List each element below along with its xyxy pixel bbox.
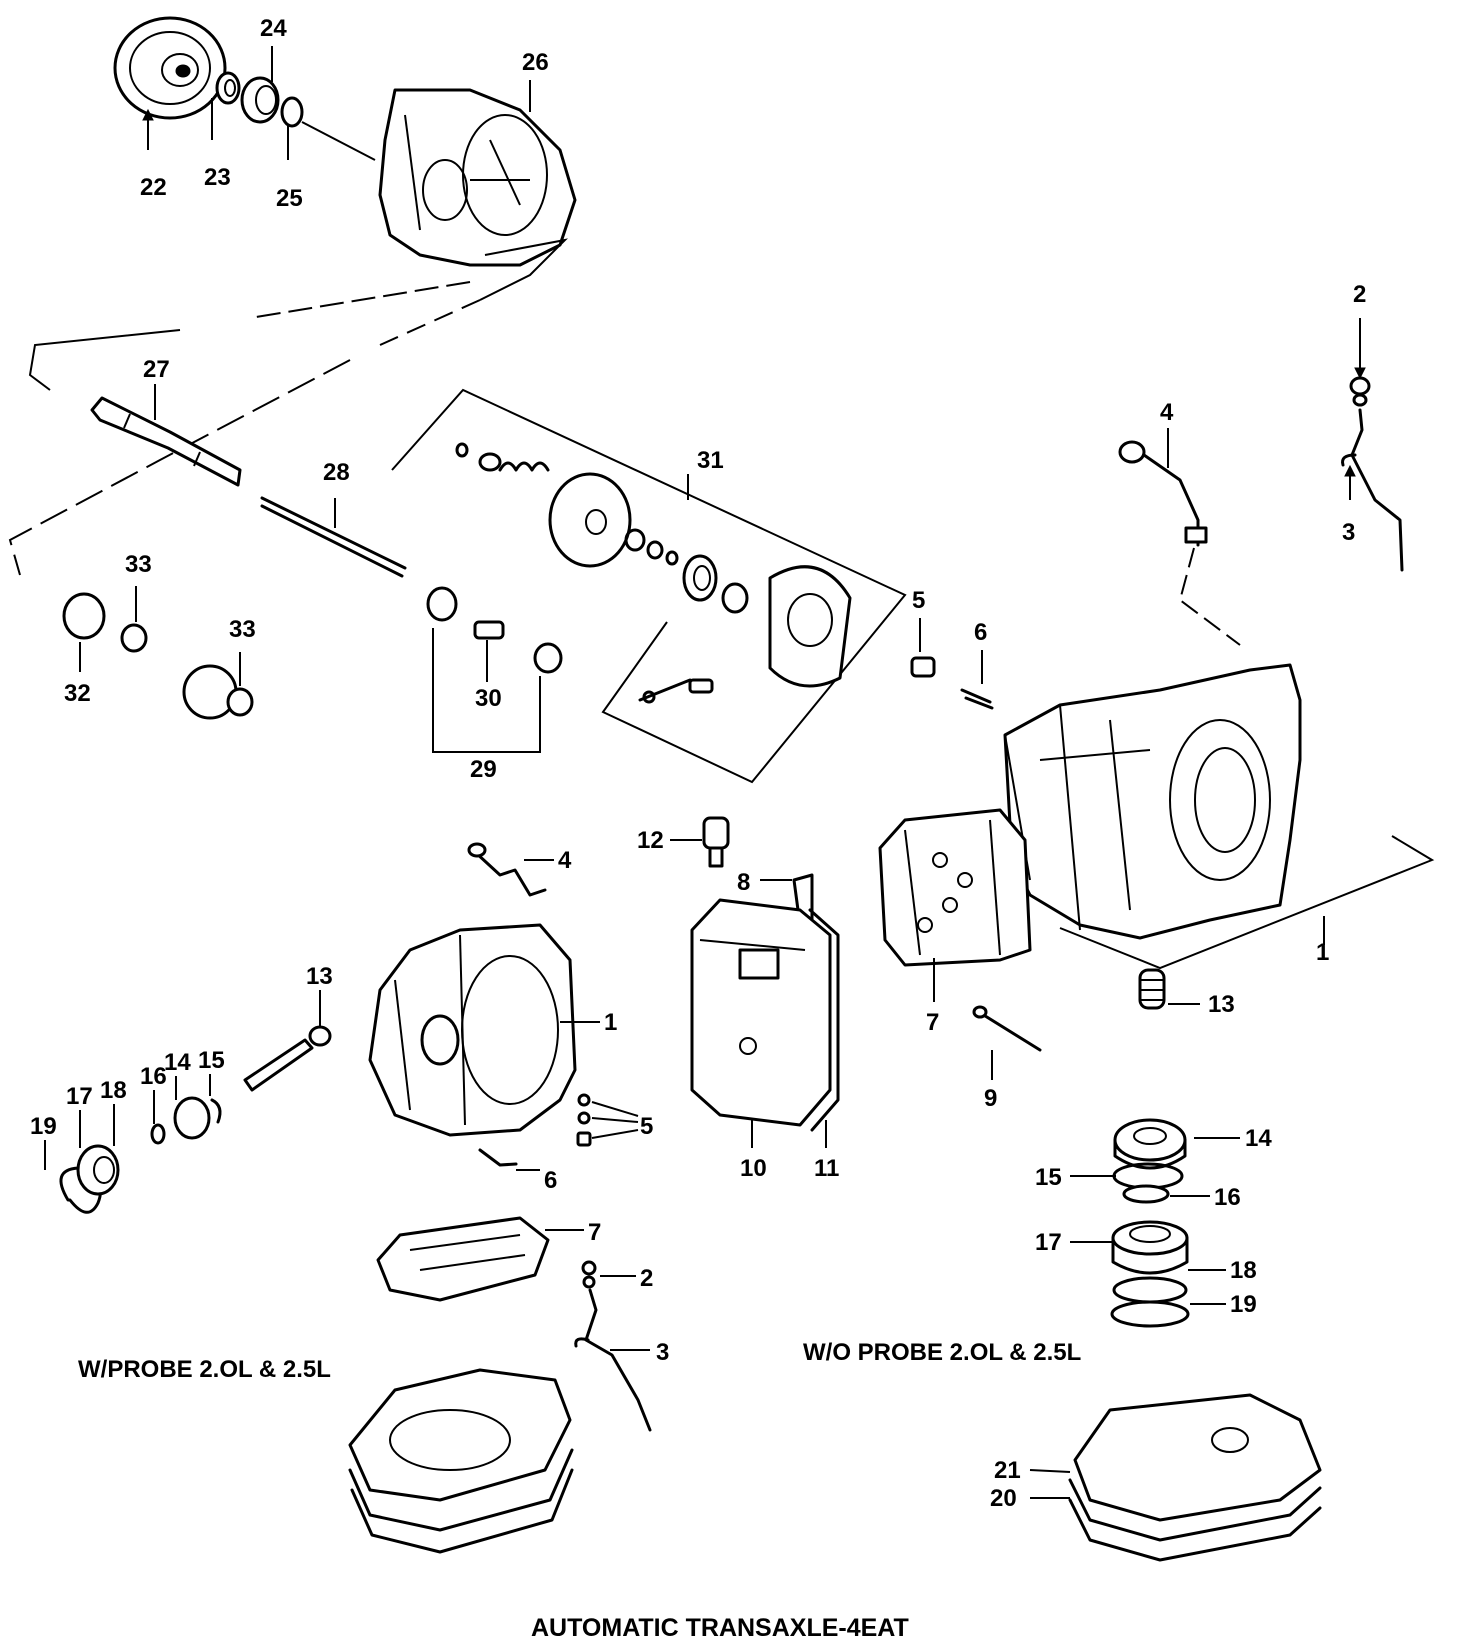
caption-without-probe: W/O PROBE 2.OL & 2.5L	[803, 1339, 1081, 1366]
shaft-13-left	[243, 990, 332, 1092]
callout-15-left: 15	[198, 1047, 225, 1074]
bolt-9	[972, 1005, 1042, 1080]
callout-13-left: 13	[306, 963, 333, 990]
callout-14-right: 14	[1245, 1125, 1272, 1152]
callout-16-right: 16	[1214, 1184, 1241, 1211]
callout-27: 27	[143, 356, 170, 383]
callout-2-right: 2	[1353, 281, 1366, 308]
seal-ring	[280, 96, 304, 128]
callout-17-left: 17	[66, 1083, 93, 1110]
input-shaft	[90, 396, 242, 487]
piston-stack-right	[1070, 1118, 1240, 1328]
speed-sensor-upper	[1118, 428, 1208, 547]
transaxle-case-left	[368, 923, 600, 1137]
callout-5-left: 5	[640, 1113, 653, 1140]
callout-33-upper: 33	[125, 551, 152, 578]
callout-1-left: 1	[604, 1009, 617, 1036]
callout-31: 31	[697, 447, 724, 474]
callout-3-right: 3	[1342, 519, 1355, 546]
plug-5-6-right	[910, 618, 994, 710]
callout-30: 30	[475, 685, 502, 712]
valve-body-right	[878, 808, 1032, 1002]
callout-12: 12	[637, 827, 664, 854]
oil-pan-left	[348, 1368, 574, 1554]
oil-pump-seal	[215, 71, 241, 105]
callout-11: 11	[814, 1155, 839, 1182]
spring-13-right	[1138, 968, 1200, 1010]
piston-stack-left	[44, 1074, 222, 1214]
sensor-12	[670, 816, 730, 868]
callout-21: 21	[994, 1457, 1021, 1484]
callout-5-right: 5	[912, 587, 925, 614]
callout-6-right: 6	[974, 619, 987, 646]
oil-pump-parts	[455, 442, 852, 704]
callout-19-left: 19	[30, 1113, 57, 1140]
callout-15-right: 15	[1035, 1164, 1062, 1191]
callout-10: 10	[740, 1155, 767, 1182]
callout-7-right: 7	[926, 1009, 939, 1036]
callout-1-right: 1	[1316, 939, 1329, 966]
callout-9: 9	[984, 1085, 997, 1112]
bushing	[240, 76, 280, 124]
callout-14-left: 14	[164, 1049, 191, 1076]
torque-converter	[113, 16, 227, 150]
dipstick-left	[574, 1260, 652, 1432]
speed-sensor-left	[467, 842, 554, 897]
callout-8: 8	[737, 869, 750, 896]
converter-housing	[378, 88, 577, 267]
callout-20: 20	[990, 1485, 1017, 1512]
callout-numbers: 22 23 24 25 26 27 28 29 30 31 32 33 33 2…	[30, 15, 1366, 1512]
callout-33-lower: 33	[229, 616, 256, 643]
transaxle-case-right	[1003, 663, 1302, 940]
turbine-shaft	[260, 496, 407, 578]
diagram-title: AUTOMATIC TRANSAXLE-4EAT	[531, 1614, 909, 1642]
plugs-5-left	[576, 1093, 639, 1147]
callout-28: 28	[323, 459, 350, 486]
callout-24: 24	[260, 15, 287, 42]
callout-18-left: 18	[100, 1077, 127, 1104]
caption-with-probe: W/PROBE 2.OL & 2.5L	[78, 1356, 331, 1383]
callout-18-right: 18	[1230, 1257, 1257, 1284]
callout-22: 22	[140, 174, 167, 201]
callout-32: 32	[64, 680, 91, 707]
callout-16-left: 16	[140, 1063, 167, 1090]
valve-body-left	[376, 1216, 584, 1302]
callout-2-left: 2	[640, 1265, 653, 1292]
callout-23: 23	[204, 164, 231, 191]
valve-body-cover	[690, 898, 840, 1148]
callout-7-left: 7	[588, 1219, 601, 1246]
oil-pump-group-box	[391, 388, 907, 784]
callout-25: 25	[276, 185, 303, 212]
reduction-gears-left	[62, 592, 254, 720]
callout-6-left: 6	[544, 1167, 557, 1194]
callout-13-right: 13	[1208, 991, 1235, 1018]
callout-17-right: 17	[1035, 1229, 1062, 1256]
callout-26: 26	[522, 49, 549, 76]
callout-4-right: 4	[1160, 399, 1174, 426]
dipstick-upper	[1341, 318, 1404, 572]
callout-29: 29	[470, 756, 497, 783]
bolt-6-left	[478, 1148, 540, 1171]
callout-3-left: 3	[656, 1339, 669, 1366]
oil-pan-right	[1029, 1393, 1322, 1562]
callout-4-left: 4	[558, 847, 572, 874]
callout-19-right: 19	[1230, 1291, 1257, 1318]
drive-gears-right	[426, 586, 563, 674]
